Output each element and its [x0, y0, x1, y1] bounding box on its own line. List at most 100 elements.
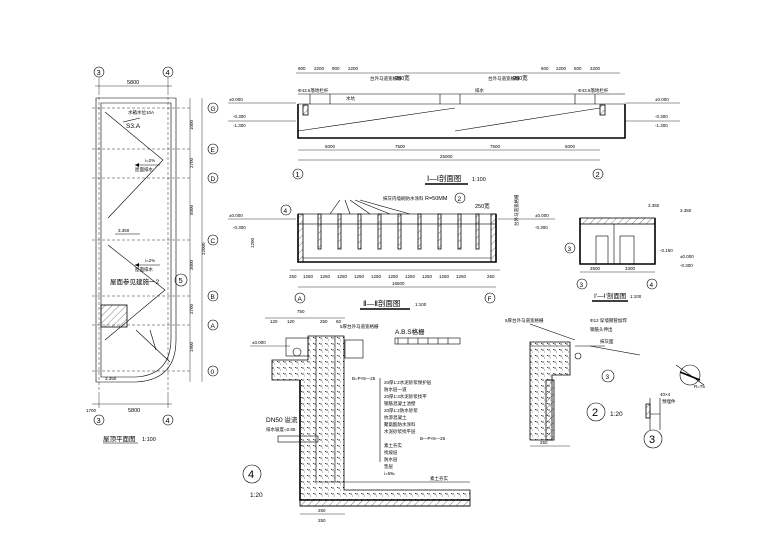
sec2-posts	[317, 213, 480, 250]
sec3-outline	[579, 218, 656, 265]
det4-layer-5: 抗渗混凝土	[384, 414, 407, 421]
sec1-scale: 1:100	[472, 177, 486, 183]
sec3-grid-left: 3	[580, 282, 584, 289]
sec1-slope-left	[297, 107, 456, 132]
sec1-bot-dim-4: 5000	[565, 144, 576, 149]
sec1-elev-right-1: -0.300	[655, 114, 668, 119]
roof-plan: 3 4 5800 水箱水位10A S3.A i=2% 屋面排水 3.350	[86, 66, 219, 444]
sec1-top-dim-1: 900	[298, 66, 306, 71]
sec1-label-drain: 排水	[475, 87, 484, 94]
det4-label-dn2: 排水坡度=0.85	[266, 426, 296, 433]
plan-note-tank: 水箱水位10A	[128, 109, 154, 116]
plan-row-bubbles: G E D C B A 0	[207, 102, 219, 377]
sec2-label-coating: 抹灰内墙刷防水涂料	[383, 195, 424, 202]
sec1-top-dim-2: 2200	[314, 66, 325, 71]
det4-scale: 1:20	[250, 492, 263, 499]
sec2-bot-dim-4: 1250	[354, 274, 365, 279]
sec2-elev-right-0: ±0.000	[535, 213, 549, 218]
row-label-g: G	[211, 106, 216, 113]
plan-caption: 屋顶平面图	[103, 435, 136, 443]
det4-layer-8: B—P×5—25	[420, 436, 446, 441]
sec2-bot-dim-7: 1250	[405, 274, 416, 279]
det3-label: 预埋件	[662, 398, 676, 405]
detail-2: 5厚台外马道宽格栅 Φ12 穿墙钢管加焊 钢筋头伸出 抹灰面 3 250 2 1…	[505, 317, 641, 447]
det4-label-dn: DN50 溢流	[266, 415, 298, 424]
sec1-label-sump: 水坑	[346, 95, 355, 102]
det3-circle	[643, 429, 663, 449]
plan-outer-wall	[95, 97, 177, 383]
sec1-slope-right	[454, 107, 601, 132]
det4-top-dim-a: 120	[270, 319, 278, 324]
sec2-circle-4: 4	[284, 208, 288, 215]
sec2-circle-2: 2	[458, 196, 462, 203]
det4-top-dim-250: 250	[320, 319, 328, 324]
sec1-bot-dim-1: 5000	[325, 144, 336, 149]
sec2-grid-left: A	[298, 296, 303, 303]
det4-layer-0: 20厚1:2水泥砂浆保护层	[384, 379, 432, 386]
row-label-a: A	[211, 323, 216, 330]
grid-label-3-top: 3	[97, 68, 101, 77]
sec3-elev-bot-2: -0.300	[680, 263, 693, 268]
det4-layer-11: 防水层	[384, 456, 398, 463]
section-1prime: 3.350 3.350 3 -0.150 ±0.000 -0.300 2500 …	[564, 203, 694, 302]
section-2-2: 抹灰内墙刷防水涂料 R=50MM 250宽 台外马道宽格栅 4 2	[228, 192, 555, 310]
sec3-dim-1: 2500	[590, 266, 601, 271]
det4-circle	[242, 464, 262, 484]
det4-bot-dim-1: 250	[318, 508, 326, 513]
det4-note-slope: i=5‰	[384, 471, 395, 476]
sec1-total-dim: 25000	[440, 154, 453, 159]
sec1-grid-left: 1	[296, 170, 300, 179]
sec1-label-width-1: 250宽	[395, 74, 410, 82]
sec2-label-radius: R=50MM	[425, 196, 448, 202]
sec1-top-dim-r3: 600	[574, 66, 582, 71]
plan-inner-wall	[100, 102, 172, 378]
sec2-bot-dim-1: 1250	[303, 274, 314, 279]
sec2-bot-dim-9: 1250	[439, 274, 450, 279]
sec1-top-dim-r2: 2200	[556, 66, 567, 71]
plan-caption-scale: 1:100	[142, 437, 156, 443]
det2-circle	[586, 402, 606, 422]
det4-bot-dim-2: 250	[318, 518, 326, 523]
det4-layer-3: 钢筋混凝土池壁	[384, 400, 416, 407]
sec2-label-grating: 台外马道宽格栅	[513, 194, 520, 226]
det2-label-bar: 钢筋头伸出	[590, 326, 613, 333]
sec2-elev-left-0: ±0.000	[229, 213, 243, 218]
sec1-label-rail-1: Φ43.5落地栏杆	[298, 87, 329, 94]
sec1-bot-dim-2: 7500	[395, 144, 406, 149]
grid-label-4-bottom: 4	[166, 416, 170, 425]
det3-circle-label: 3	[649, 434, 655, 446]
sec1-elev-right: ±0.000 -0.300 -1.300	[625, 97, 680, 128]
det4-abs-grate	[394, 337, 461, 345]
plan-bottom-dim-small: 1700	[86, 408, 97, 413]
row-label-0: 0	[211, 369, 215, 376]
det4-top-dim-750: 750	[297, 309, 305, 314]
sec3-elev-bot: ±0.000	[680, 254, 694, 259]
det4-layer-9: 素土夯实	[384, 442, 402, 449]
plan-elev-3350: 3.350	[118, 228, 130, 233]
det2-scale: 1:20	[610, 411, 623, 418]
sec1-label-rail-2: Φ43.5落地栏杆	[578, 87, 609, 94]
plan-right-dim-2: 2700	[189, 157, 194, 168]
plan-circle-5-label: 5	[179, 276, 183, 285]
row-label-e: E	[211, 147, 216, 154]
sec2-scale: 1:100	[415, 302, 427, 307]
det4-circle-label: 4	[248, 469, 254, 481]
sec3-scale: 1:100	[630, 294, 642, 299]
sec1-elev-left-2: -1.300	[233, 123, 246, 128]
sec1-grid-right: 2	[596, 170, 600, 179]
sec2-bot-dim-5: 1250	[371, 274, 382, 279]
det2-label-grating: 5厚台外马道宽格栅	[505, 317, 544, 324]
det4-layer-1: 防水层一道	[384, 386, 407, 393]
sec2-total-dim: 16500	[392, 281, 405, 286]
det4-layer-2: 20厚1:3水泥砂浆找平	[384, 393, 427, 400]
plan-slope-2: i=2%	[145, 258, 155, 263]
plan-bottom-dim: 5800	[128, 408, 140, 414]
grid-label-4-top: 4	[166, 68, 170, 77]
row-label-b: B	[211, 294, 215, 301]
sec2-bottom-dims: 250 1250 1250 1250 1250 1250 1250 1250 1…	[289, 274, 495, 279]
plan-slope-1-label: 屋面排水	[135, 166, 153, 173]
plan-right-dim-4: 3000	[189, 259, 194, 270]
ridge-line-1	[104, 111, 164, 219]
det2-circle-label: 2	[592, 407, 598, 419]
sec1-bot-dim-3: 7500	[490, 144, 501, 149]
